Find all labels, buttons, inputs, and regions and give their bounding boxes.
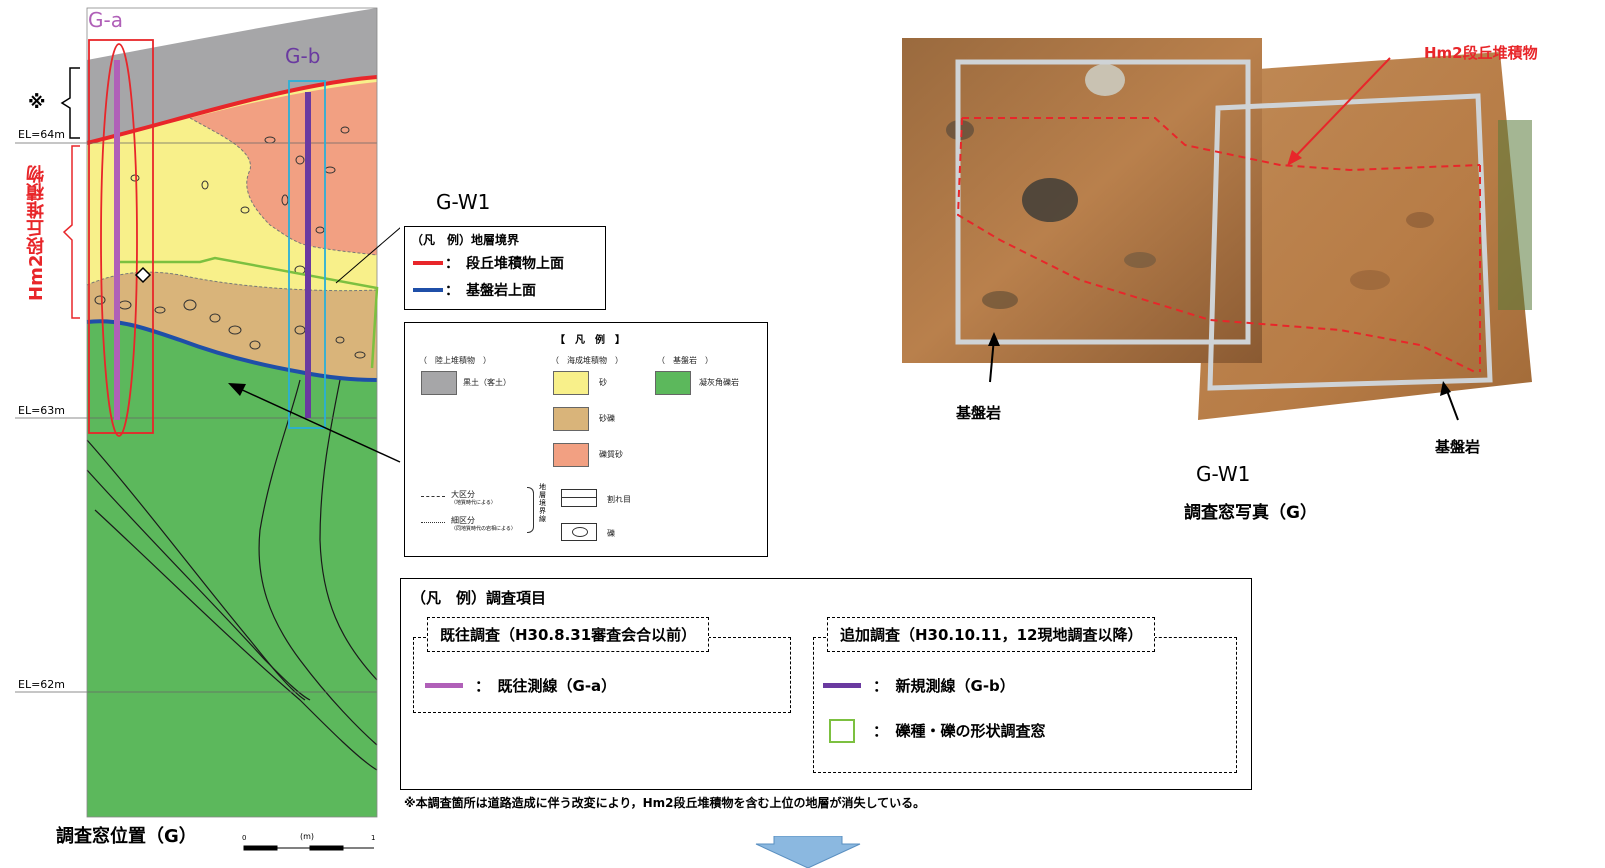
fracture-label: 割れ目 [607,495,631,504]
diamond-marker [134,266,152,284]
boundary-legend: （凡 例）地層境界 ： 段丘堆積物上面 ： 基盤岩上面 [404,226,606,310]
gb-frame [288,80,326,429]
window-swatch [829,719,855,743]
tuff-swatch [655,371,691,395]
minor-division-label: 細区分 [451,516,475,525]
label-ga: G-a [88,8,123,32]
photo-left [902,38,1262,363]
red-line-label: ： 段丘堆積物上面 [445,256,564,272]
hm2-boundary-line [962,117,1481,172]
scale-1: 1 [371,834,376,842]
label-gb: G-b [285,44,321,68]
blue-line-label: ： 基盤岩上面 [445,283,536,299]
survey-window-photo [902,38,1532,421]
sand-label: 砂 [599,378,607,387]
boundary-legend-title: （凡 例）地層境界 [411,233,520,247]
col2-head: （ 海成堆積物 ） [551,356,623,365]
past-survey-title: 既往調査（H30.8.31審査会合以前） [427,617,710,652]
down-arrow [755,836,861,868]
pointer-arrow [228,383,401,463]
minor-division-sub: （同地質時代の岩相による） [451,526,516,532]
bedrock-top-line [86,319,378,382]
black-soil-label: 黒土（客土） [463,378,511,387]
scale-unit: (m) [300,832,315,841]
black-soil-swatch [421,371,457,395]
note-mark: ※ [28,92,46,113]
additional-survey-item1: ： 新規測線（G-b） [873,677,1015,695]
past-survey-item: ： 既往測線（G-a） [475,677,617,695]
note-bracket [60,67,80,139]
gravelly-sand-label: 礫質砂 [599,450,623,459]
red-line-swatch [413,261,443,265]
scale-bar [243,845,374,851]
ga-ellipse [100,43,138,437]
additional-survey-box [813,637,1237,773]
photo-bedrock-right: 基盤岩 [1435,438,1481,456]
hm2-bracket [62,145,80,319]
geology-legend-title: 【 凡 例 】 [555,335,625,346]
hm2-vertical-label: Hm2段丘堆積物 [26,164,47,301]
sand-gravel-swatch [553,407,589,431]
el-63-label: EL=63m [18,404,66,417]
major-division-sub: （地質時代による） [451,500,496,506]
gravel-label: 礫 [607,529,615,538]
photo-caption: 調査窓写真（G） [1184,503,1317,523]
gravelly-sand-swatch [553,443,589,467]
geological-section [15,7,400,851]
photo-right [1198,52,1532,420]
col3-head: （ 基盤岩 ） [657,356,713,365]
gw1-pointer [335,227,400,284]
bedrock-boundary-line [956,117,1476,373]
gb-line-swatch [823,683,861,688]
ga-frame [88,39,154,434]
el-64-label: EL=64m [18,128,66,141]
ga-line-swatch [425,683,463,688]
additional-survey-item2: ： 礫種・礫の形状調査窓 [873,722,1046,740]
sand-gravel-label: 砂礫 [599,414,615,423]
fracture-lines [86,379,378,771]
el-62-label: EL=62m [18,678,66,691]
geology-legend: 【 凡 例 】 （ 陸上堆積物 ） （ 海成堆積物 ） （ 基盤岩 ） 黒土（客… [404,322,768,557]
sand-swatch [553,371,589,395]
section-caption: 調査窓位置（G） [56,826,197,847]
black-soil-layer [87,8,377,143]
survey-legend: （凡 例）調査項目 既往調査（H30.8.31審査会合以前） ： 既往測線（G-… [400,578,1252,790]
photo-gw1: G-W1 [1196,462,1251,486]
col1-head: （ 陸上堆積物 ） [419,356,491,365]
blue-line-swatch [413,288,443,292]
survey-window-frame [120,256,379,369]
major-division-label: 大区分 [451,490,475,499]
photo-bedrock-left: 基盤岩 [956,404,1002,422]
tuff-label: 凝灰角礫岩 [699,378,739,387]
survey-legend-title: （凡 例）調査項目 [411,589,547,607]
footnote: ※本調査箇所は道路造成に伴う改変により，Hm2段丘堆積物を含む上位の地層が消失し… [404,796,926,810]
photo-hm2-label: Hm2段丘堆積物 [1424,44,1538,62]
scale-0: 0 [242,834,247,842]
right-frame [1207,93,1493,391]
gw1-label-section: G-W1 [436,190,491,214]
gravelly-sand-layer [190,82,377,255]
boundary-line-label: 地層境界線 [539,483,546,523]
additional-survey-title: 追加調査（H30.10.11，12現地調査以降） [827,617,1156,652]
